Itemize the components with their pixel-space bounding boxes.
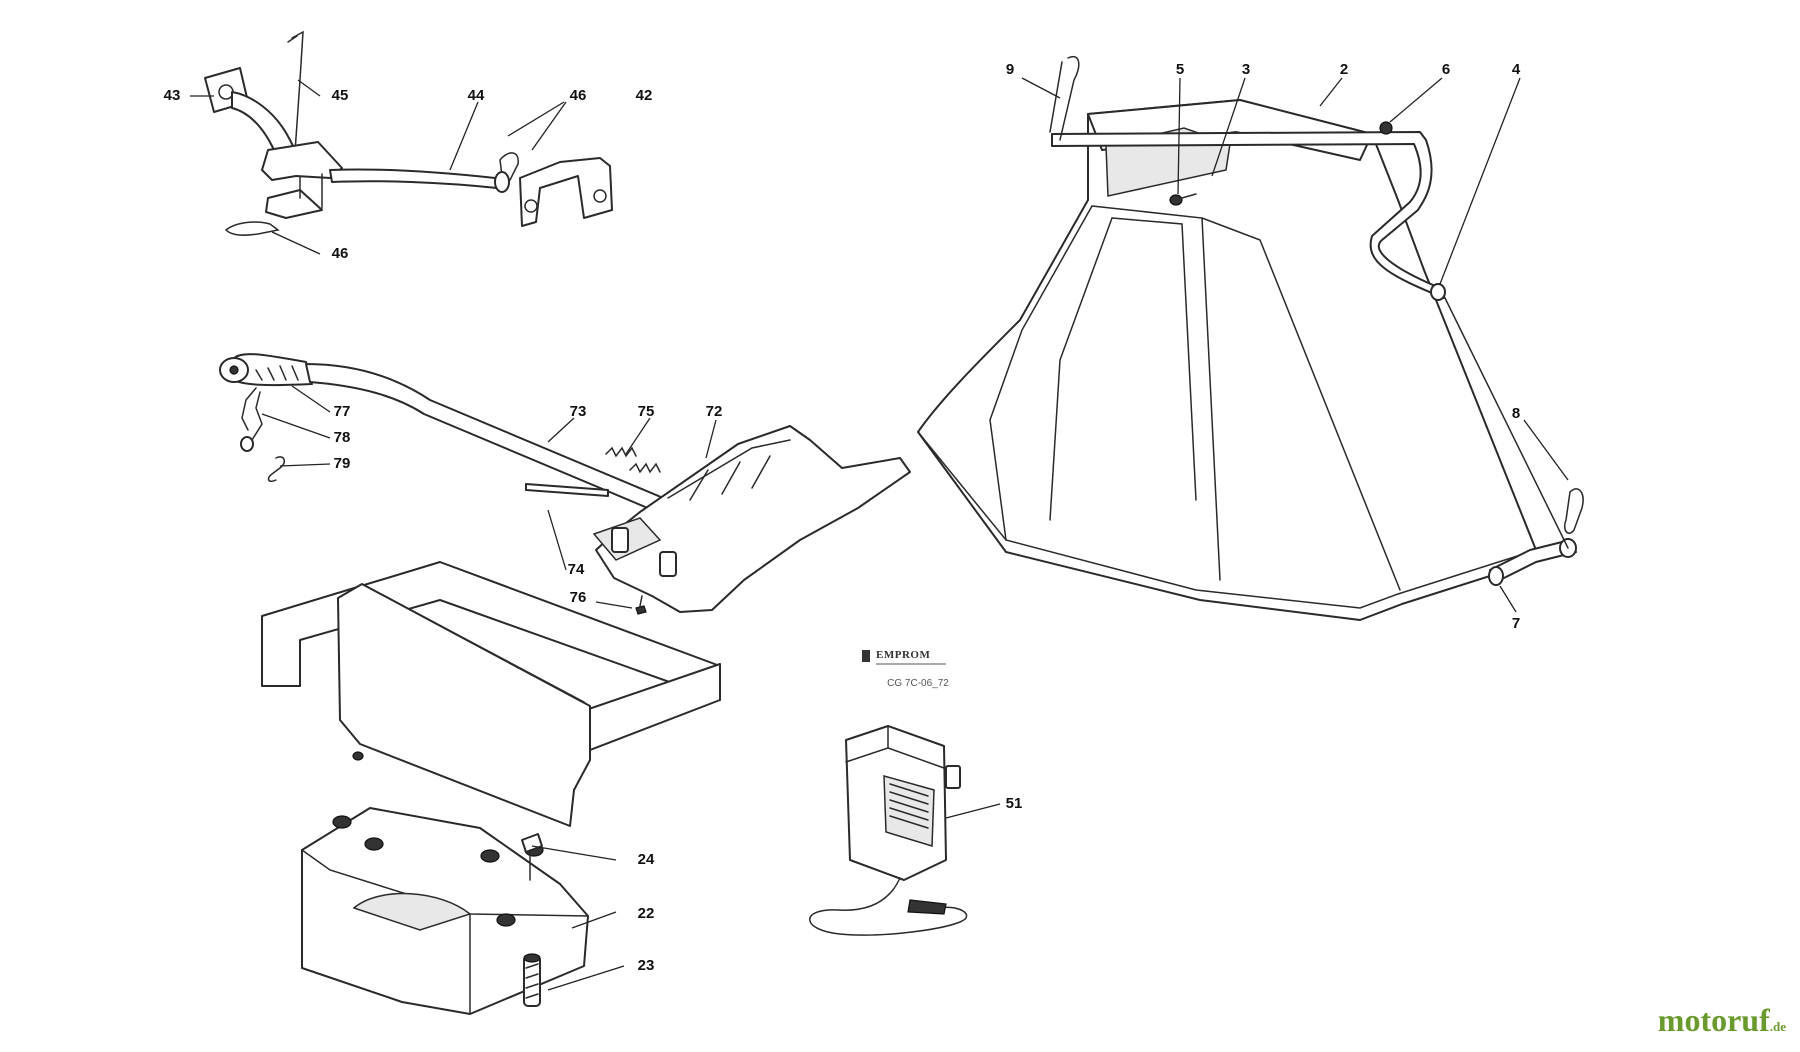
label-42: 42 [636, 87, 653, 104]
end-cap-4 [1430, 283, 1446, 301]
clip-8 [1563, 488, 1584, 534]
charger-clamp [907, 899, 947, 915]
maker-mark-icon [862, 650, 946, 665]
panel-line-2 [989, 205, 1093, 541]
hairpin-clip-46-lower [224, 221, 280, 236]
bracket-42 [519, 157, 613, 227]
charger-cable [809, 877, 968, 936]
label-6: 6 [1442, 61, 1450, 78]
label-72: 72 [706, 403, 723, 420]
leaders-top-left [190, 79, 567, 255]
label-22: 22 [638, 905, 655, 922]
screw-76 [635, 605, 647, 615]
label-51: 51 [1006, 795, 1023, 812]
label-77: 77 [334, 403, 351, 420]
bolt-24 [521, 833, 543, 853]
weight-assembly [261, 561, 721, 1015]
label-24: 24 [638, 851, 655, 868]
label-76: 76 [570, 589, 587, 606]
label-3: 3 [1242, 61, 1250, 78]
label-79: 79 [334, 455, 351, 472]
label-43: 43 [164, 87, 181, 104]
label-75: 75 [638, 403, 655, 420]
label-78: 78 [334, 429, 351, 446]
lever-73 [305, 363, 669, 515]
drawing-brand: EMPROM [876, 649, 931, 661]
watermark-text: motoruf [1657, 1002, 1770, 1038]
leaders-bottom-left [531, 845, 625, 991]
deflector-chute-72 [595, 425, 911, 613]
label-7: 7 [1512, 615, 1520, 632]
label-44: 44 [468, 87, 485, 104]
spring-75b [629, 462, 661, 474]
lower-bracket-foot [265, 189, 323, 219]
hitch-assembly [204, 30, 613, 236]
label-23: 23 [638, 957, 655, 974]
deflector-assembly [219, 353, 911, 615]
charger-assembly [809, 725, 968, 936]
rod-74 [525, 483, 609, 497]
weight-recess [352, 892, 472, 931]
cotter-pin-9 [1059, 55, 1080, 141]
label-9: 9 [1006, 61, 1014, 78]
screw-5 [1169, 194, 1183, 206]
spring-75a [605, 446, 637, 458]
leaders-bottom-center [945, 803, 1001, 819]
lower-bracket [261, 141, 343, 181]
chain-78 [241, 387, 263, 441]
label-4: 4 [1512, 61, 1521, 78]
hook-79 [267, 456, 286, 483]
label-74: 74 [568, 561, 585, 578]
label-46-lower: 46 [332, 245, 349, 262]
drawing-code: CG 7C-06_72 [887, 678, 949, 689]
leaders-middle-left [261, 385, 717, 609]
rod-44 [329, 168, 498, 189]
part-number-labels: 43 45 44 46 42 46 9 5 3 2 6 4 8 7 77 78 … [164, 61, 1521, 974]
label-73: 73 [570, 403, 587, 420]
leaders-top-right [1021, 77, 1569, 613]
label-2: 2 [1340, 61, 1348, 78]
watermark-logo: motoruf.de [1658, 1002, 1786, 1039]
handle-rod-3 [1051, 131, 1445, 299]
grass-catcher [917, 55, 1584, 621]
nut-6 [1379, 121, 1393, 135]
watermark-suffix: .de [1769, 1019, 1786, 1034]
label-8: 8 [1512, 405, 1520, 422]
pin-45 [291, 30, 304, 153]
label-46-upper: 46 [570, 87, 587, 104]
label-45: 45 [332, 87, 349, 104]
label-5: 5 [1176, 61, 1184, 78]
